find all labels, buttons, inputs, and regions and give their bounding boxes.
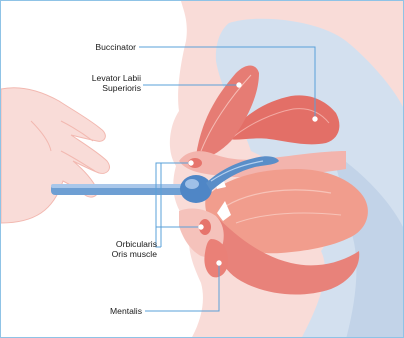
mentalis-label: Mentalis [61, 306, 142, 316]
orbicularis-label: Orbicularis Oris muscle [61, 239, 157, 259]
mentalis-label-text: Mentalis [61, 306, 142, 316]
orbicularis-label-line2: Oris muscle [61, 249, 157, 259]
levator-label-line2: Superioris [51, 83, 141, 93]
instrument-bulb [180, 175, 212, 203]
orbicularis-label-line1: Orbicularis [61, 239, 157, 249]
levator-label-line1: Levator Labii [51, 73, 141, 83]
buccinator-label: Buccinator [61, 42, 136, 52]
hand [1, 88, 109, 223]
levator-label: Levator Labii Superioris [51, 73, 141, 93]
buccinator-label-text: Buccinator [61, 42, 136, 52]
